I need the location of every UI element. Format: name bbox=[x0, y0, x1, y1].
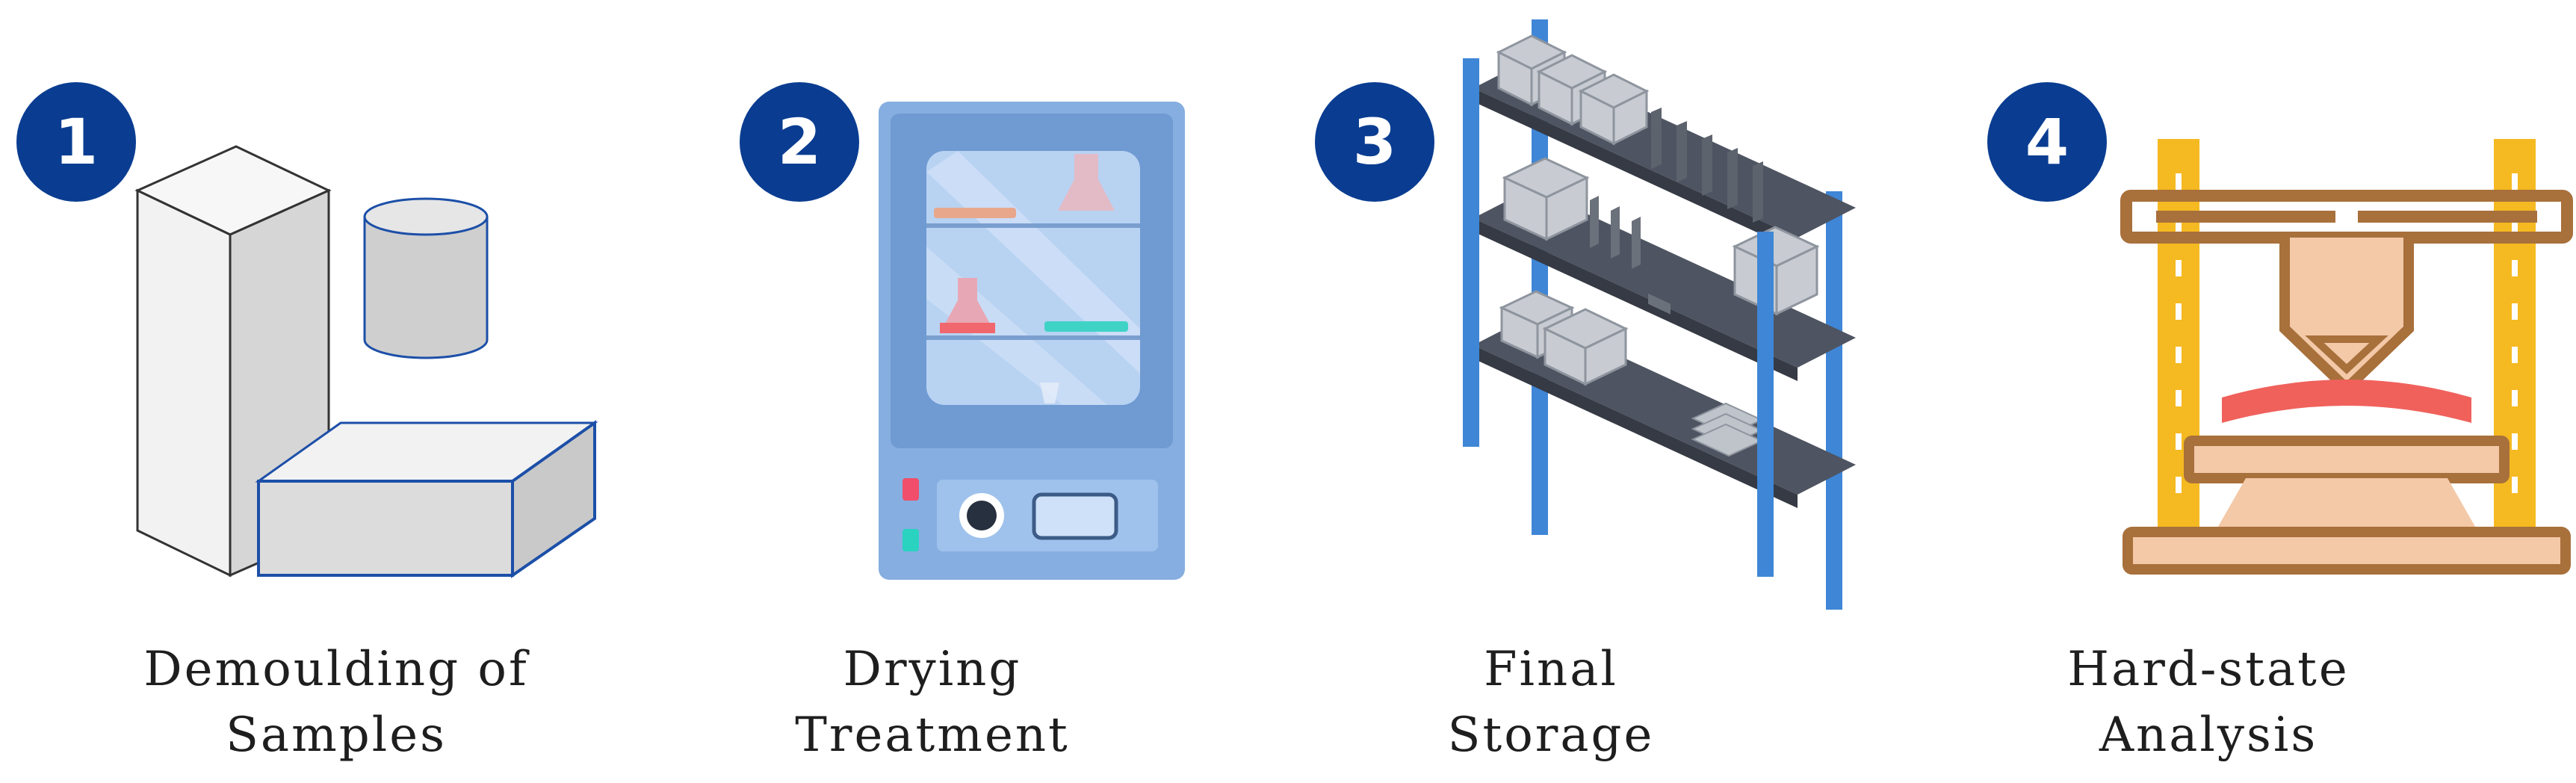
step-analysis: 4 Hard-state Analysis bbox=[1932, 0, 2576, 783]
drying-oven-icon bbox=[879, 102, 1185, 580]
step-label: Hard-state Analysis bbox=[2067, 642, 2350, 763]
step-number-badge: 3 bbox=[1315, 82, 1434, 202]
step-number-badge: 1 bbox=[16, 82, 136, 202]
storage-shelf-icon bbox=[1463, 19, 1856, 610]
step-label: Drying Treatment bbox=[795, 642, 1070, 763]
step-drying: 2 Drying Treatment bbox=[644, 0, 1288, 783]
compression-testing-machine-icon bbox=[2120, 139, 2573, 575]
step-demoulding: 1 Demoulding of Samples bbox=[0, 0, 644, 783]
step-label: Final Storage bbox=[1447, 642, 1655, 763]
step-number-badge: 4 bbox=[1987, 82, 2107, 202]
step-number-badge: 2 bbox=[740, 82, 859, 202]
demoulded-samples-icon bbox=[134, 145, 598, 578]
step-storage: 3 bbox=[1288, 0, 1932, 783]
step-label: Demoulding of Samples bbox=[143, 642, 529, 763]
